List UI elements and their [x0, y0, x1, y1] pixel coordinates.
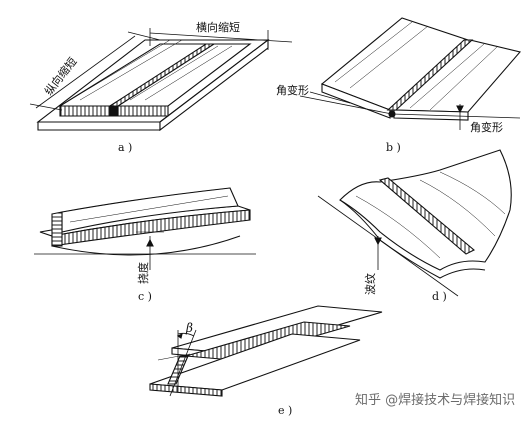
panel-d-weld-bead [378, 177, 475, 255]
panel-d-wave-label: 波纹 [363, 273, 377, 295]
panel-e-web [185, 321, 351, 361]
panel-b-caption: b ) [386, 141, 401, 154]
panel-e-beta-label: β [185, 321, 193, 335]
panel-d-caption: d ) [432, 290, 447, 303]
panel-b-angle-label-bottom: 角变形 [470, 120, 503, 134]
panel-e-caption: e ) [278, 404, 292, 417]
panel-b-angle-ref-line [299, 95, 393, 115]
panel-b-weld-bead [386, 39, 474, 111]
panel-a-diagram [29, 28, 293, 132]
panel-d-diagram [317, 149, 512, 297]
panel-c-deflection-label: 挠度 [136, 262, 150, 284]
panel-b-angle-label-top: 角变形 [276, 83, 309, 97]
panel-c-caption: c ) [138, 290, 152, 303]
panel-a-transverse-label: 横向缩短 [196, 20, 240, 34]
panel-c-diagram [34, 187, 256, 270]
panel-e-diagram [149, 305, 383, 397]
panel-b-diagram [299, 17, 522, 130]
panel-c-bottom-curve [51, 235, 241, 256]
panel-a-longitudinal-dim [35, 35, 136, 109]
panel-a-caption: a ) [118, 141, 132, 154]
panel-a-longitudinal-label: 纵向缩短 [41, 55, 79, 98]
watermark-text: 知乎 @焊接技术与焊接知识 [355, 392, 515, 408]
